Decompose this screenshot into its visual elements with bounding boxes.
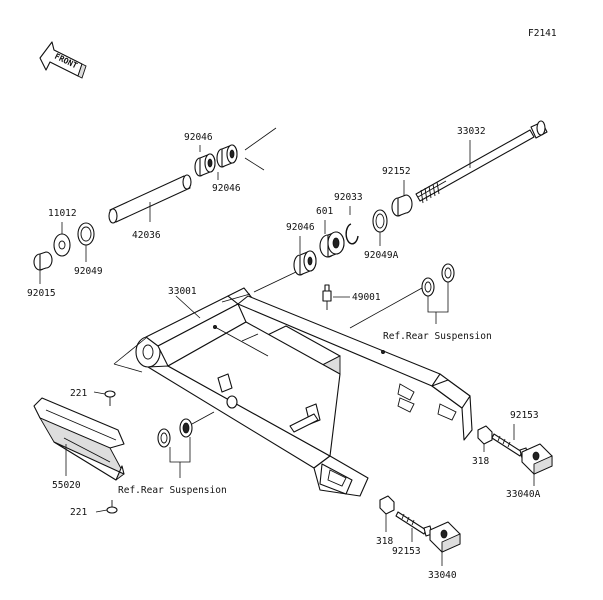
ref-rear-suspension-left: Ref.Rear Suspension: [118, 485, 227, 496]
seal-92049A: [372, 209, 388, 233]
label-92033: 92033: [334, 192, 363, 203]
bolt-221-top: [104, 390, 116, 406]
label-11012: 11012: [48, 208, 77, 219]
label-92046-mid: 92046: [286, 222, 315, 233]
label-33032: 33032: [457, 126, 486, 137]
label-92046-bottom: 92046: [212, 183, 241, 194]
collar-92152: [391, 194, 413, 217]
label-92153-bottom: 92153: [392, 546, 421, 557]
front-arrow-icon: FRONT: [39, 41, 87, 79]
nut-318-right: [477, 425, 493, 445]
sleeve-42036: [108, 174, 192, 224]
label-92049A: 92049A: [364, 250, 399, 261]
cap-92015: [33, 251, 53, 271]
seal-92049: [77, 222, 95, 246]
label-92046-top: 92046: [184, 132, 213, 143]
nut-318-bottom: [379, 495, 395, 515]
bolt-92153-bottom: [395, 511, 433, 537]
collar-11012: [53, 233, 71, 257]
label-92152: 92152: [382, 166, 411, 177]
collar-pair-right: [421, 263, 455, 297]
adjuster-block-33040A: [521, 443, 553, 475]
ref-rear-suspension-right: Ref.Rear Suspension: [383, 331, 492, 342]
circlip-92033: [345, 223, 359, 245]
needle-bearing-mid: [293, 250, 317, 276]
adjuster-block-33040: [429, 521, 461, 553]
pivot-shaft-33032: [415, 120, 548, 204]
label-33040: 33040: [428, 570, 457, 581]
collar-pair-left: [157, 418, 193, 448]
diagram-code: F2141: [528, 28, 557, 39]
label-49001: 49001: [352, 292, 381, 303]
label-221-bottom: 221: [70, 507, 87, 518]
label-42036: 42036: [132, 230, 161, 241]
chain-guard-55020: [33, 397, 125, 481]
grease-nipple-49001: [322, 284, 332, 310]
ball-bearing-601: [319, 231, 345, 258]
label-92153-right: 92153: [510, 410, 539, 421]
label-601: 601: [316, 206, 333, 217]
label-92049: 92049: [74, 266, 103, 277]
needle-bearing-lower: [216, 144, 238, 168]
label-33001: 33001: [168, 286, 197, 297]
label-33040A: 33040A: [506, 489, 541, 500]
label-318-bottom: 318: [376, 536, 393, 547]
label-318-right: 318: [472, 456, 489, 467]
label-92015: 92015: [27, 288, 56, 299]
label-221-top: 221: [70, 388, 87, 399]
label-55020: 55020: [52, 480, 81, 491]
swingarm-33001: [135, 287, 473, 497]
needle-bearing-upper: [194, 153, 216, 177]
bolt-221-bottom: [106, 500, 118, 514]
